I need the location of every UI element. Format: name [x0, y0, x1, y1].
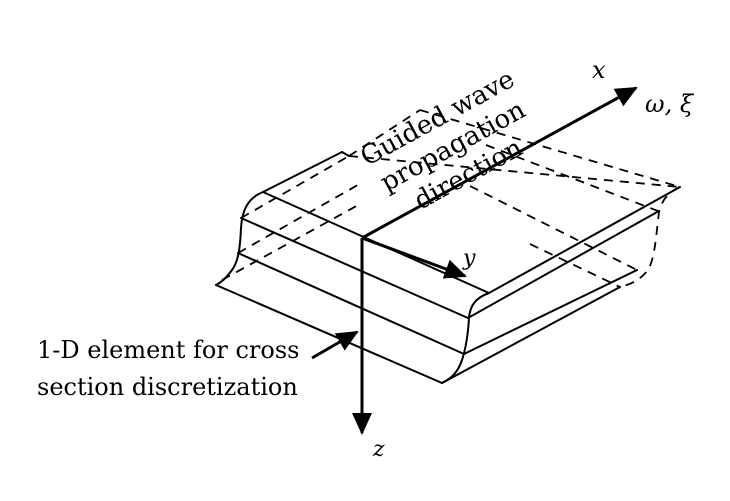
top-back-edge	[262, 151, 343, 193]
propagation-label: Guided wave propagation direction	[356, 64, 531, 216]
x-axis-label: x	[592, 56, 606, 84]
element-label-line1: 1-D element for cross	[37, 336, 299, 364]
z-axis-label: z	[372, 437, 385, 462]
hidden-far-1	[348, 155, 681, 188]
layer-edge-bottom	[215, 284, 443, 384]
layer-edge-2	[240, 217, 469, 319]
right-end-cross-section	[619, 186, 681, 288]
hidden-far-top	[419, 109, 681, 188]
element-label-line2: section discretization	[37, 373, 298, 401]
right-face-edge-top	[488, 186, 681, 294]
top-back-edge-cap	[341, 151, 350, 157]
right-face-edge-3	[463, 269, 638, 355]
right-face-edge-2	[467, 210, 660, 319]
hidden-far-1b	[348, 109, 421, 157]
hidden-line-1	[240, 155, 350, 219]
layer-edge-3	[237, 252, 465, 355]
hidden-line-2	[237, 181, 364, 254]
wave-params-label: ω, ξ	[645, 90, 695, 118]
front-cross-section-curve	[441, 292, 490, 384]
x-axis-arrow	[361, 86, 638, 240]
y-axis-label: y	[462, 246, 476, 271]
hidden-far-4	[529, 243, 621, 288]
hidden-line-3	[221, 203, 361, 281]
y-axis-arrow	[361, 236, 467, 279]
right-face-edge-bottom	[441, 286, 621, 384]
element-pointer-arrow	[311, 330, 359, 360]
